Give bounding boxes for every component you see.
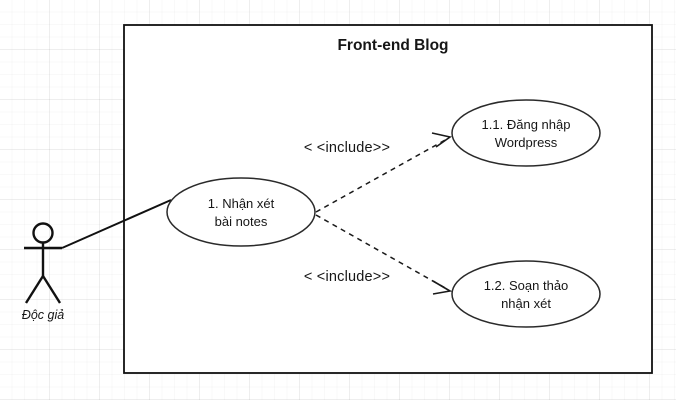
use-case-ellipse <box>451 260 601 328</box>
use-case-ellipse <box>451 99 601 167</box>
use-case-label-line2: Wordpress <box>495 135 558 150</box>
use-case-ellipse <box>166 177 316 247</box>
association-actor-to-main[interactable] <box>61 199 172 249</box>
include-stereotype-label-login: < <include>> <box>304 140 390 156</box>
use-case-label-line2: bài notes <box>215 214 268 229</box>
actor-head-icon <box>32 222 54 244</box>
use-case-label-line2: nhận xét <box>501 296 551 311</box>
use-case-label-line1: 1.1. Đăng nhập <box>482 117 571 132</box>
actor-right-leg-icon <box>41 275 62 304</box>
use-case-soan-thao-nhan-xet[interactable]: 1.2. Soạn thảo nhận xét <box>451 260 601 328</box>
use-case-dang-nhap-wordpress[interactable]: 1.1. Đăng nhập Wordpress <box>451 99 601 167</box>
system-title: Front-end Blog <box>337 37 448 54</box>
use-case-label-line1: 1.2. Soạn thảo <box>484 278 569 293</box>
include-arrow-compose[interactable] <box>315 214 453 295</box>
include-stereotype-label-compose: < <include>> <box>304 269 390 285</box>
actor-label: Độc giả <box>22 308 64 322</box>
include-arrow-login[interactable] <box>315 132 452 213</box>
use-case-nhan-xet-bai-notes[interactable]: 1. Nhận xét bài notes <box>166 177 316 247</box>
actor-doc-gia[interactable] <box>24 222 62 304</box>
actor-left-leg-icon <box>24 275 45 304</box>
use-case-label-line1: 1. Nhận xét <box>208 196 275 211</box>
